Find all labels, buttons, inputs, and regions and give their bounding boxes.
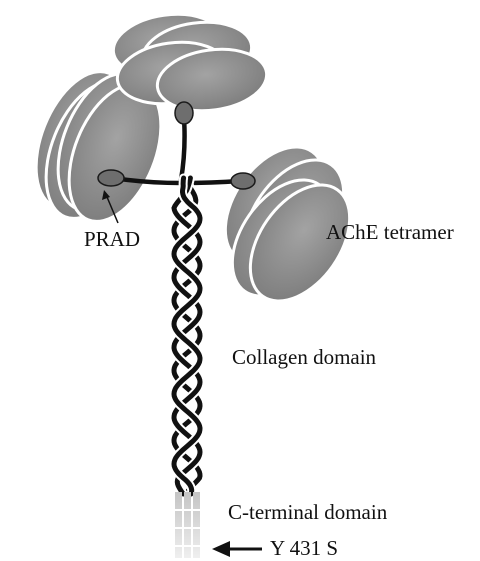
c-terminal-domain-label: C-terminal domain: [228, 502, 387, 523]
c-terminal-strand: [193, 492, 200, 558]
collagen-domain-label: Collagen domain: [232, 347, 376, 368]
mutation-arrow: [212, 541, 262, 557]
prad-bead-top: [175, 102, 193, 124]
collagen-triple-helix: [174, 178, 200, 494]
c-terminal-domain-shape: [174, 492, 201, 558]
ache-tetramer-label: AChE tetramer: [326, 222, 454, 243]
prad-bead-left: [98, 170, 124, 186]
prad-bead-right: [231, 173, 255, 189]
prad-label: PRAD: [84, 229, 140, 250]
c-terminal-strand: [175, 492, 182, 558]
c-terminal-strand: [184, 492, 191, 558]
mutation-label: Y 431 S: [270, 538, 338, 559]
linker-top: [181, 118, 185, 180]
